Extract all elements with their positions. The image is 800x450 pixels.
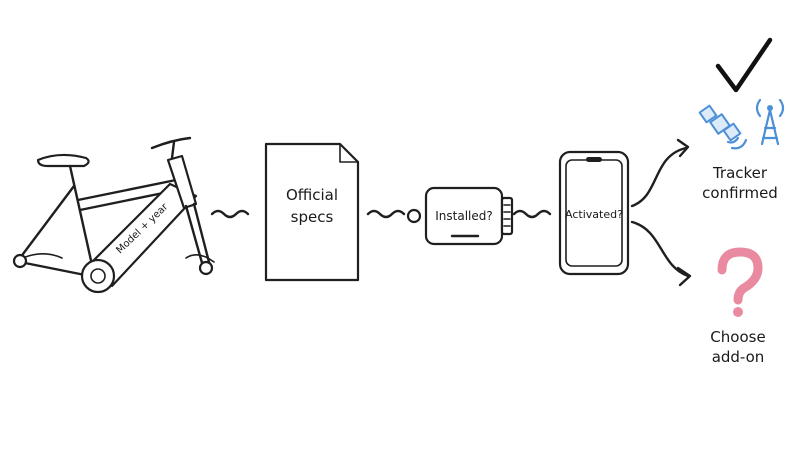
smartphone: Activated?: [558, 150, 630, 276]
e-bike-illustration: Model + year: [12, 136, 215, 294]
addon-label-line2: add-on: [712, 348, 765, 366]
document-page: [264, 142, 360, 282]
branch-arrow-down: [630, 220, 690, 278]
front-fork: [184, 202, 212, 272]
saddle: [36, 153, 90, 168]
connector-squiggle-3: [512, 209, 552, 219]
connector-pins: [503, 204, 511, 227]
motor-housing: [80, 258, 116, 294]
activated-label: Activated?: [565, 208, 623, 221]
cell-tower-icon: [755, 98, 785, 146]
document-fold: [339, 143, 359, 163]
confirmed-label-line2: confirmed: [702, 184, 778, 202]
tracker-confirmed-outcome: Tracker confirmed: [698, 37, 785, 202]
official-specs-document: Official specs: [264, 142, 360, 282]
crank-hub: [90, 268, 106, 284]
branch-arrow-up: [630, 146, 688, 208]
satellite-icon: [698, 104, 748, 150]
front-axle: [198, 260, 214, 276]
connector-squiggle-2: [366, 209, 406, 219]
addon-label-line1: Choose: [710, 328, 765, 346]
check-icon: [715, 37, 773, 93]
head-tube: [166, 154, 198, 210]
rear-stays: [18, 184, 92, 278]
connector-squiggle-1: [210, 209, 250, 219]
specs-label-line1: Official: [286, 186, 338, 204]
installed-label: Installed?: [435, 209, 493, 223]
branch-arrowhead-up: [676, 138, 690, 158]
tracker-device: Installed?: [406, 186, 514, 246]
device-mount-loop: [406, 208, 422, 224]
branch-arrowhead-down: [676, 266, 692, 287]
device-connector: [500, 196, 514, 236]
question-mark-dot: [733, 307, 743, 317]
phone-notch: [586, 157, 602, 162]
confirmed-label-line1: Tracker: [712, 164, 768, 182]
seat-tube: [68, 164, 96, 276]
specs-label-line2: specs: [291, 208, 334, 226]
choose-addon-outcome: Choose add-on: [710, 247, 766, 366]
phone-frame: [558, 150, 630, 276]
rear-axle: [12, 253, 28, 269]
handlebar: [150, 136, 192, 160]
question-mark-icon: [717, 247, 763, 305]
